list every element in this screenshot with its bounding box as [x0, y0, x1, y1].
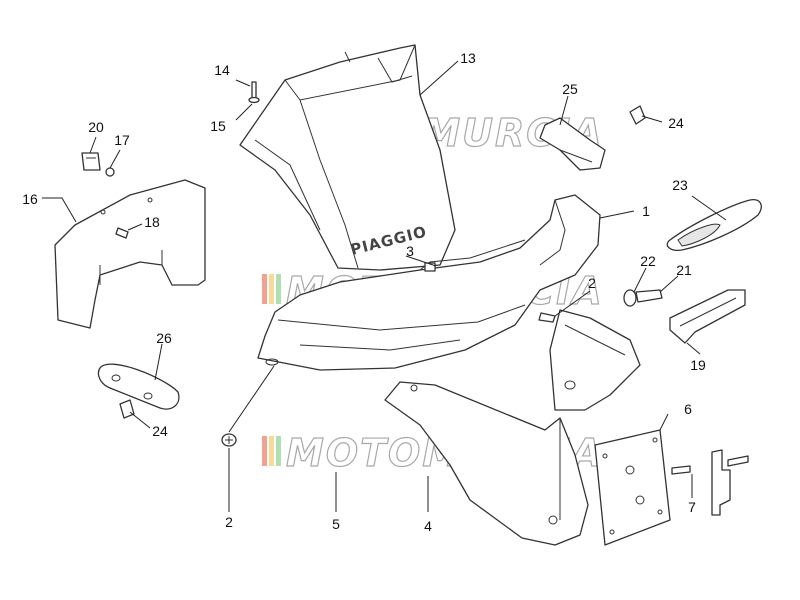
part-7-mount-bracket [671, 449, 749, 516]
part-3-clip [424, 262, 436, 272]
callout-2a: 2 [588, 275, 596, 291]
part-26-light-bar [97, 363, 180, 410]
part-17-nut [105, 167, 115, 177]
callout-5: 5 [332, 516, 340, 532]
callout-14: 14 [214, 62, 230, 78]
part-22-nut [623, 289, 637, 307]
part-4-rear-fender [384, 381, 589, 546]
callout-19: 19 [690, 357, 706, 373]
part-24-clip-top [629, 105, 646, 125]
callout-23: 23 [672, 177, 688, 193]
callout-21: 21 [676, 262, 692, 278]
callout-22: 22 [640, 253, 656, 269]
part-19-bracket [669, 289, 746, 344]
callout-24a: 24 [668, 115, 684, 131]
part-13-rear-cover: PIAGGIO [239, 44, 456, 271]
callout-3: 3 [406, 243, 414, 259]
leader-lines [42, 60, 727, 512]
part-14-bolt [248, 81, 260, 104]
callout-1: 1 [642, 203, 650, 219]
callout-16: 16 [22, 191, 38, 207]
callout-26: 26 [156, 330, 172, 346]
part-6-plate-holder [594, 429, 671, 546]
part-25-strap [539, 117, 606, 171]
part-2-screw-lower [221, 433, 237, 447]
callout-15: 15 [210, 118, 226, 134]
part-5-support [549, 309, 641, 411]
part-21-bolt [635, 289, 663, 303]
part-24-clip-bottom [119, 399, 135, 419]
part-23-reflector [666, 199, 762, 251]
callout-7: 7 [688, 499, 696, 515]
callout-24b: 24 [152, 423, 168, 439]
part-16-mud-flap [54, 179, 206, 329]
part-20-clip [81, 152, 101, 171]
callout-18: 18 [144, 214, 160, 230]
callout-6: 6 [684, 401, 692, 417]
callout-2b: 2 [225, 514, 233, 530]
callout-25: 25 [562, 81, 578, 97]
part-18-screw [115, 227, 129, 239]
callout-20: 20 [88, 119, 104, 135]
callout-4: 4 [424, 518, 432, 534]
part-2-screw-upper [538, 312, 556, 323]
callout-17: 17 [114, 132, 130, 148]
callout-13: 13 [460, 50, 476, 66]
